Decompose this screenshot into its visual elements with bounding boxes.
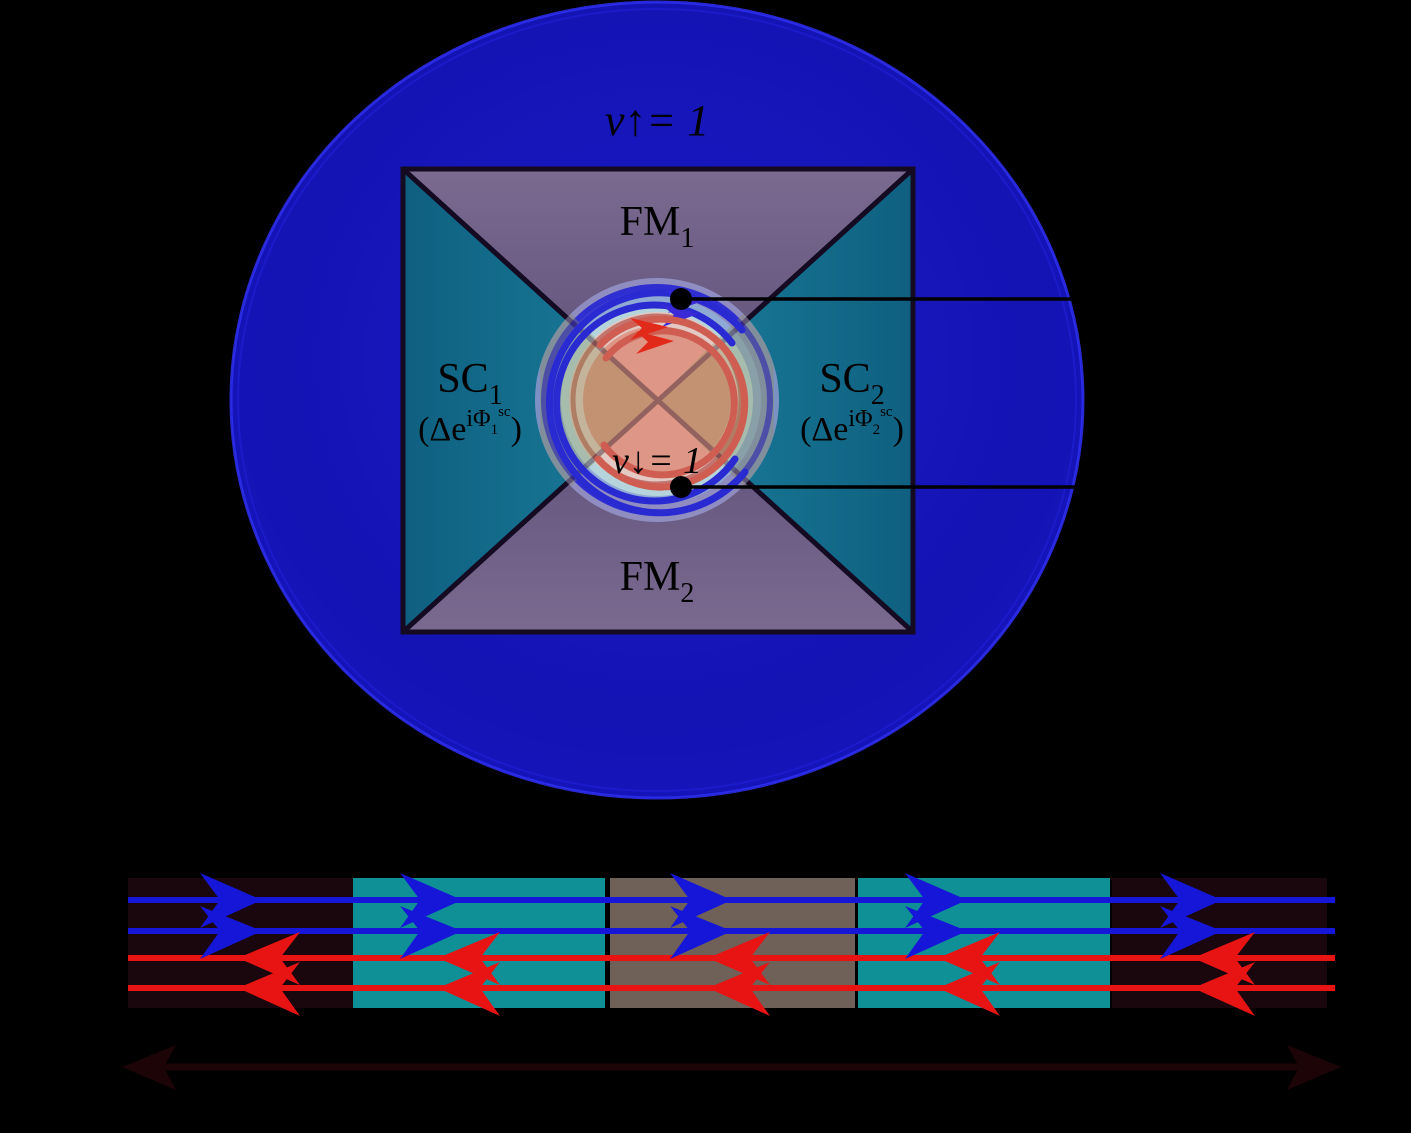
- filling-factor-up-label: ν↑= 1: [605, 96, 709, 145]
- arrow-blue-2-c: [670, 906, 732, 959]
- arrow-blue-2-a: [200, 906, 262, 959]
- top-panel: ν↑= 1 FM1 FM2 SC1 (ΔeiΦ1sc) SC2 (ΔeiΦ2sc…: [229, 0, 1085, 800]
- domain-label-sc1: SC1 (ΔeiΦ1sc): [418, 356, 522, 448]
- nu-down-text: ν↓= 1: [612, 440, 702, 482]
- lower-tunnel-point: [670, 476, 692, 498]
- domain-sc2: [658, 169, 913, 632]
- axis-arrow-head-right: [1287, 1045, 1341, 1090]
- sc1-order-parameter: (ΔeiΦ1sc): [418, 404, 522, 448]
- bidirectional-axis-arrow: [122, 1045, 1341, 1090]
- axis-arrow-head-left: [122, 1045, 176, 1090]
- fm2-label: FM2: [620, 554, 695, 609]
- arrow-red-2-e: [1193, 962, 1255, 1016]
- fm1-label: FM1: [620, 199, 695, 254]
- core-ring-red-inner: [583, 326, 731, 474]
- arrow-red-2-c: [708, 962, 770, 1016]
- domain-label-fm1: FM1: [620, 199, 695, 254]
- arrow-red-2-d: [938, 962, 1000, 1016]
- red-outer-mode: [594, 315, 749, 491]
- domain-sc1: [403, 169, 658, 632]
- chiral-edge-modes: [546, 289, 749, 517]
- arrow-red-2-a: [238, 962, 300, 1016]
- upper-tunnel-point: [670, 288, 692, 310]
- square-border: [400, 166, 916, 635]
- arrow-red-2-b: [438, 962, 500, 1016]
- lead-lines: [670, 288, 1081, 498]
- disk-edge-ring-inner: [237, 8, 1077, 792]
- nu-up-text: ν↑= 1: [605, 96, 709, 145]
- red-outer-arrowhead: [630, 318, 668, 340]
- domain-label-fm2: FM2: [620, 554, 695, 609]
- domain-label-sc2: SC2 (ΔeiΦ2sc): [800, 356, 904, 448]
- blue-outer-mode: [546, 289, 749, 517]
- channel-arrowheads: [200, 873, 1255, 1016]
- red-inner-arrowhead: [636, 331, 674, 354]
- bottom-panel: [122, 873, 1341, 1090]
- sc2-label: SC2: [819, 356, 884, 411]
- arrow-blue-2-e: [1160, 906, 1222, 959]
- sc1-label: SC1: [437, 356, 502, 411]
- sc2-order-parameter: (ΔeiΦ2sc): [800, 404, 904, 448]
- disk-edge-ring: [229, 0, 1085, 800]
- arrow-blue-2-d: [905, 906, 967, 959]
- arrow-blue-2-b: [400, 906, 462, 959]
